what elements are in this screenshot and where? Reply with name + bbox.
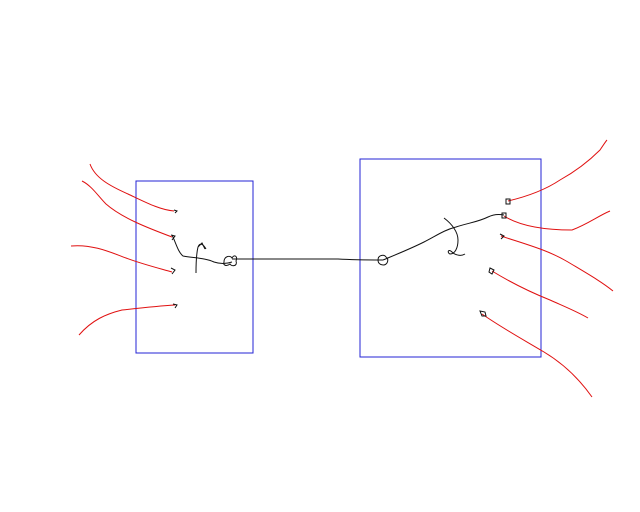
right-box <box>359 158 542 358</box>
right-red-wire-2 <box>503 210 611 231</box>
left-terminal-cluster <box>223 255 237 267</box>
right-tick-2 <box>501 212 507 219</box>
right-tick-3 <box>499 233 505 240</box>
left-tick-1 <box>173 209 178 214</box>
right-tick-4 <box>488 267 495 275</box>
right-red-wire-4 <box>491 270 589 319</box>
left-red-wire-1 <box>89 163 175 212</box>
left-box <box>135 180 254 354</box>
right-tick-1 <box>505 198 511 205</box>
right-red-wire-1 <box>507 139 608 202</box>
right-tick-5 <box>479 310 487 317</box>
right-red-wire-5 <box>481 313 593 398</box>
left-tick-2 <box>170 234 176 241</box>
right-terminal-knot <box>377 254 389 266</box>
right-black-squiggle <box>443 217 466 256</box>
right-black-wire <box>382 213 505 261</box>
connector-line <box>232 258 384 261</box>
left-black-squiggle <box>195 242 207 274</box>
left-tick-3 <box>170 267 176 275</box>
right-red-wire-3 <box>500 235 614 292</box>
left-black-wire <box>171 234 233 264</box>
left-red-wire-2 <box>81 180 173 238</box>
left-red-wire-4 <box>78 304 176 336</box>
left-red-wire-3 <box>70 245 173 273</box>
left-terminal-knot <box>223 255 237 267</box>
left-tick-4 <box>172 303 178 309</box>
